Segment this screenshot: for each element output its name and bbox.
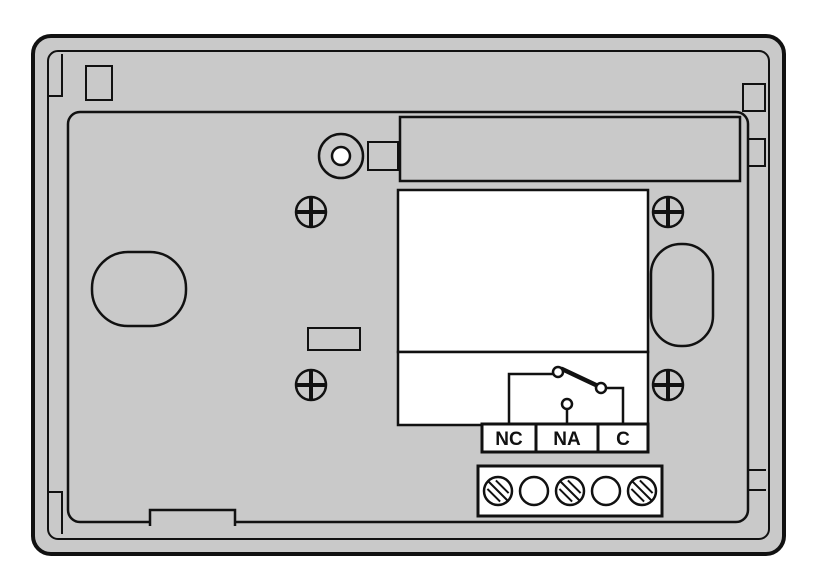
right-mounting-slot <box>649 242 715 348</box>
na-contact-point <box>560 397 574 411</box>
housing-inner-border <box>47 50 770 540</box>
left-top-edge-step <box>49 54 63 97</box>
terminal-box-c <box>596 422 650 454</box>
screw-top-left-icon <box>294 195 328 229</box>
terminal-labels: NC NA C <box>480 422 650 454</box>
screw-bottom-left-icon <box>294 368 328 402</box>
terminal-screw-2 <box>518 475 550 507</box>
left-bottom-edge-step <box>49 491 63 534</box>
relay-schematic <box>507 365 625 424</box>
top-left-tab <box>85 65 113 101</box>
left-mounting-slot <box>90 250 188 328</box>
nc-lead-line <box>507 372 553 424</box>
bottom-notch-outline <box>148 508 237 526</box>
center-slot <box>307 327 361 351</box>
screw-bottom-right-icon <box>651 368 685 402</box>
terminal-label-na: NA <box>553 429 581 450</box>
terminal-label-nc: NC <box>495 429 523 450</box>
hinge-pivot-hole <box>330 145 352 167</box>
right-edge-tab-1 <box>742 83 766 112</box>
switch-arm <box>559 366 601 389</box>
screw-top-right-icon <box>651 195 685 229</box>
c-pivot-point <box>594 381 608 395</box>
c-lead-line <box>606 386 625 424</box>
terminal-label-c: C <box>616 429 630 450</box>
nc-contact-point <box>551 365 565 379</box>
top-compartment-cover <box>398 115 742 183</box>
wiring-window-upper <box>396 188 650 354</box>
hinge-latch-block <box>367 141 399 171</box>
terminal-screw-4 <box>590 475 622 507</box>
terminal-screw-block <box>476 464 664 518</box>
bottom-notch-fill <box>151 510 234 525</box>
